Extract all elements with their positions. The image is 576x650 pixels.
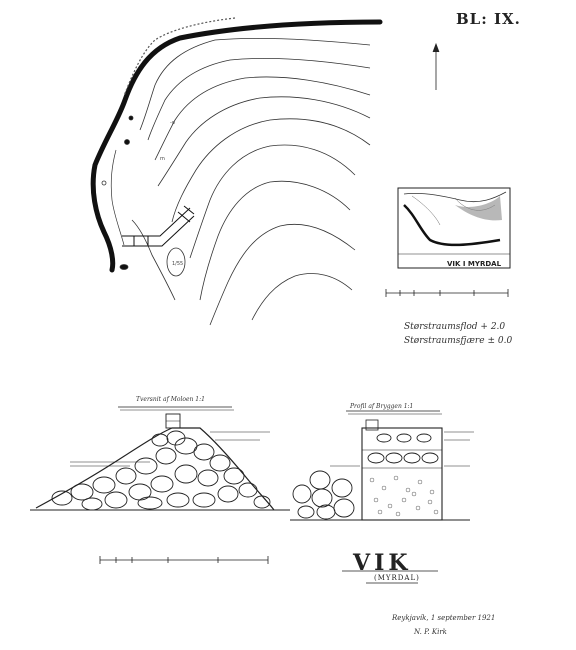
depth-contour [147, 58, 371, 141]
depth-contour [251, 273, 353, 321]
coastline [90, 19, 383, 273]
marker-dot [128, 115, 134, 121]
title-underline [342, 570, 438, 584]
marker-dot [101, 180, 107, 186]
marker-dot [124, 139, 130, 145]
depth-contour [189, 144, 356, 259]
north-arrow-icon [432, 42, 440, 90]
beach-line [123, 17, 236, 97]
drawing-subtitle: (MYRDAL) [374, 574, 420, 582]
date-line: Reykjavík, 1 september 1921 [392, 614, 496, 622]
depth-contour [131, 219, 176, 301]
depth-contour [209, 223, 356, 326]
svg-text:-o: -o [170, 120, 175, 126]
inset-map-label: VIK I MYRDAL [447, 260, 502, 268]
section-scale-bar [99, 556, 269, 564]
tide-level-label: Størstraumsflod + 2.0 [404, 322, 506, 332]
harbour-plan-map: 1/55 m -o [90, 17, 383, 326]
tide-level-label: Størstraumsfjære ± 0.0 [404, 336, 513, 346]
sheet-number: BL: IX. [456, 10, 521, 28]
svg-text:m: m [160, 156, 165, 162]
section-label: Tversnit af Moloen 1:1 [136, 396, 205, 403]
jetty [122, 205, 195, 247]
depth-contour [154, 76, 371, 161]
pier-cross-section [290, 410, 474, 521]
depth-contour [199, 180, 351, 301]
inset-location-map [397, 187, 511, 269]
drawing-title: VIK [353, 550, 412, 576]
depth-contour [139, 37, 371, 131]
breakwater-cross-section [30, 406, 290, 511]
signature: N. P. Kirk [414, 628, 447, 636]
depth-contour [157, 96, 371, 187]
marker-dot [119, 264, 129, 270]
svg-text:1/55: 1/55 [172, 261, 183, 267]
depth-contour [171, 118, 371, 223]
rock-outcrop [166, 247, 186, 277]
plan-scale-bar [385, 289, 509, 297]
section-label: Profil af Bryggen 1:1 [350, 403, 414, 410]
